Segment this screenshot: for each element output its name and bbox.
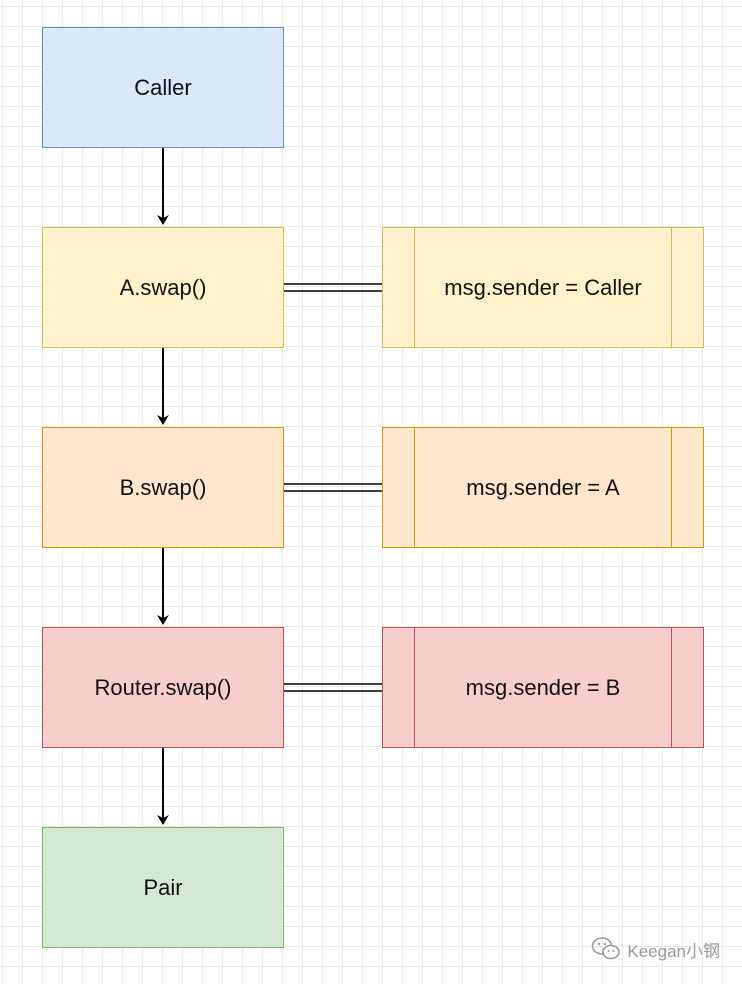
link-b-note — [284, 483, 382, 492]
pair-box[interactable]: Pair — [42, 827, 284, 948]
b-swap-box[interactable]: B.swap() — [42, 427, 284, 548]
link-a-note — [284, 283, 382, 292]
a-swap-box[interactable]: A.swap() — [42, 227, 284, 348]
watermark: Keegan小钢 — [591, 936, 720, 962]
b-swap-label: B.swap() — [119, 474, 207, 500]
router-sender-label: msg.sender = B — [465, 674, 621, 700]
note-divider-right — [671, 228, 672, 347]
note-divider-right — [671, 628, 672, 747]
b-sender-note[interactable]: msg.sender = A — [382, 427, 704, 548]
note-divider-left — [414, 428, 415, 547]
pair-label: Pair — [143, 874, 183, 900]
a-sender-note[interactable]: msg.sender = Caller — [382, 227, 704, 348]
router-sender-note[interactable]: msg.sender = B — [382, 627, 704, 748]
watermark-text: Keegan小钢 — [627, 941, 720, 961]
caller-label: Caller — [134, 74, 192, 100]
note-divider-right — [671, 428, 672, 547]
wechat-icon — [591, 936, 621, 962]
a-sender-label: msg.sender = Caller — [444, 274, 642, 300]
b-sender-label: msg.sender = A — [466, 474, 620, 500]
router-swap-box[interactable]: Router.swap() — [42, 627, 284, 748]
router-swap-label: Router.swap() — [94, 674, 232, 700]
a-swap-label: A.swap() — [119, 274, 207, 300]
note-divider-left — [414, 228, 415, 347]
link-router-note — [284, 683, 382, 692]
note-divider-left — [414, 628, 415, 747]
caller-box[interactable]: Caller — [42, 27, 284, 148]
